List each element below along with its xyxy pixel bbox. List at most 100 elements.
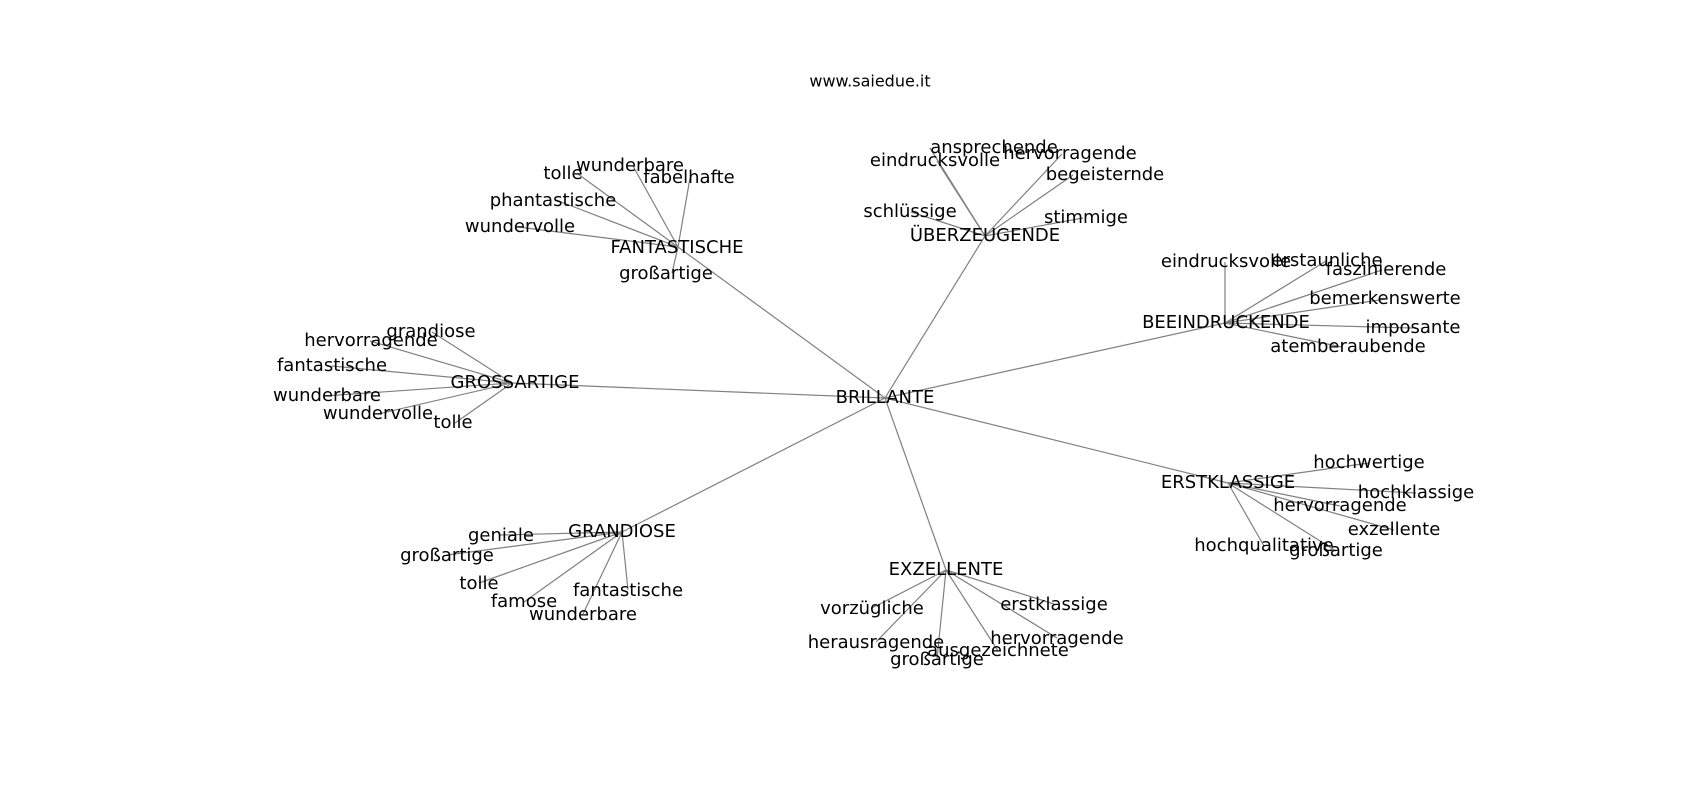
leaf-node-label: hochqualitative xyxy=(1194,535,1333,556)
leaf-node-label: hervorragende xyxy=(1003,143,1136,164)
leaf-node-label: fantastische xyxy=(573,580,683,601)
leaf-node-label: großartige xyxy=(619,263,713,284)
root-node-label: BRILLANTE xyxy=(836,387,935,408)
hub-to-leaf-edge xyxy=(875,569,947,643)
leaf-node-label: hervorragende xyxy=(990,628,1123,649)
leaf-node-label: wunderbare xyxy=(273,385,381,406)
hub-to-leaf-edge xyxy=(377,382,513,415)
leaf-node-label: wundervolle xyxy=(465,216,575,237)
hub-to-leaf-edge xyxy=(431,331,513,384)
leaf-node-label: wunderbare xyxy=(576,155,684,176)
hub-to-leaf-edge xyxy=(945,569,1055,605)
hub-to-leaf-edge xyxy=(1224,322,1343,348)
hub-to-leaf-edge xyxy=(499,531,623,536)
leaf-node-label: fabelhafte xyxy=(643,167,734,188)
hub-to-leaf-edge xyxy=(1224,260,1327,324)
root-to-hub-edge xyxy=(884,322,1226,399)
hub-to-leaf-edge xyxy=(1227,482,1417,494)
hub-to-leaf-edge xyxy=(1224,269,1383,324)
leaf-node-label: erstaunliche xyxy=(1271,250,1382,271)
site-watermark: www.saiedue.it xyxy=(809,72,930,91)
leaf-node-label: grandiose xyxy=(386,321,475,342)
hub-to-leaf-edge xyxy=(910,211,986,237)
hub-to-leaf-edge xyxy=(331,365,513,384)
hub-to-leaf-edge xyxy=(582,531,623,615)
leaf-node-label: großartige xyxy=(400,545,494,566)
hub-to-leaf-edge xyxy=(871,569,947,609)
leaf-node-label: famose xyxy=(491,591,557,612)
leaf-node-label: hochwertige xyxy=(1313,452,1424,473)
hub-to-leaf-edge xyxy=(1227,482,1337,552)
hub-node-label: BEEINDRUCKENDE xyxy=(1142,312,1310,333)
hub-node-label: ÜBERZEUGENDE xyxy=(910,224,1060,246)
leaf-node-label: faszinierende xyxy=(1326,259,1447,280)
hub-to-leaf-edge xyxy=(984,217,1084,237)
hub-to-leaf-edge xyxy=(984,174,1074,237)
leaf-node-label: geniale xyxy=(468,525,534,546)
leaf-node-label: exzellente xyxy=(1348,519,1441,540)
root-to-hub-edge xyxy=(511,382,886,399)
leaf-node-label: eindrucksvolle xyxy=(870,150,1000,171)
leaf-node-label: großartige xyxy=(890,649,984,670)
leaf-node-label: schlüssige xyxy=(863,201,956,222)
leaf-node-label: vorzügliche xyxy=(820,598,924,619)
leaf-node-label: hochklassige xyxy=(1358,482,1474,503)
hub-to-leaf-edge xyxy=(936,160,986,237)
leaf-node-label: herausragende xyxy=(808,632,945,653)
leaf-node-label: begeisternde xyxy=(1046,164,1165,185)
hub-to-leaf-edge xyxy=(1227,482,1395,531)
hub-node-label: FANTASTISCHE xyxy=(610,237,743,258)
label-layer: www.saiedue.it BRILLANTE tollewunderbare… xyxy=(273,72,1474,671)
root-to-hub-edge xyxy=(884,397,1229,484)
leaf-node-label: ansprechende xyxy=(930,137,1058,158)
hub-to-leaf-edge xyxy=(1224,322,1414,329)
hub-to-leaf-edge xyxy=(555,199,679,248)
hub-to-leaf-edge xyxy=(936,569,947,660)
hub-to-leaf-edge xyxy=(1227,482,1265,547)
hub-to-leaf-edge xyxy=(523,531,623,603)
hub-to-leaf-edge xyxy=(1227,482,1341,507)
hub-to-leaf-edge xyxy=(517,226,679,248)
leaf-node-label: hervorragende xyxy=(304,330,437,351)
hub-to-leaf-edge xyxy=(369,340,513,384)
leaf-node-label: imposante xyxy=(1366,317,1461,338)
root-to-hub-edge xyxy=(884,235,986,399)
leaf-node-label: phantastische xyxy=(490,190,617,211)
hub-to-leaf-edge xyxy=(323,382,513,397)
leaf-node-label: tolle xyxy=(433,412,472,433)
root-to-hub-edge xyxy=(621,397,886,533)
hub-to-leaf-edge xyxy=(577,173,679,248)
leaf-node-label: wundervolle xyxy=(323,403,433,424)
leaf-node-label: stimmige xyxy=(1044,207,1128,228)
hub-node-label: GRANDIOSE xyxy=(568,521,676,542)
leaf-node-label: eindrucksvolle xyxy=(1161,251,1291,272)
hub-to-leaf-edge xyxy=(446,531,623,556)
leaf-node-label: tolle xyxy=(543,163,582,184)
leaf-node-label: fantastische xyxy=(277,355,387,376)
hub-to-leaf-edge xyxy=(632,165,679,248)
hub-to-leaf-edge xyxy=(1227,462,1370,484)
leaf-node-label: bemerkenswerte xyxy=(1309,288,1460,309)
hub-to-leaf-edge xyxy=(1224,298,1387,324)
leaf-node-label: tolle xyxy=(459,573,498,594)
hub-to-leaf-edge xyxy=(945,569,1058,639)
hub-node-label: EXZELLENTE xyxy=(889,559,1004,580)
hub-to-leaf-edge xyxy=(984,153,1063,237)
hub-to-leaf-edge xyxy=(671,246,679,274)
hub-node-label: GROSSARTIGE xyxy=(451,372,580,393)
hub-to-leaf-edge xyxy=(478,531,623,584)
leaf-node-label: ausgezeichnete xyxy=(927,640,1069,661)
hub-node-label: ERSTKLASSIGE xyxy=(1161,472,1295,493)
hub-to-leaf-edge xyxy=(945,569,999,652)
hub-to-leaf-edge xyxy=(677,177,691,248)
root-to-hub-edge xyxy=(677,246,886,399)
root-to-hub-edge xyxy=(884,397,947,571)
leaf-node-label: hervorragende xyxy=(1273,495,1406,516)
edge-layer xyxy=(323,147,1417,660)
hub-to-leaf-edge xyxy=(621,531,629,591)
leaf-node-label: erstklassige xyxy=(1000,594,1108,615)
hub-to-leaf-edge xyxy=(454,382,513,424)
leaf-node-label: großartige xyxy=(1289,540,1383,561)
